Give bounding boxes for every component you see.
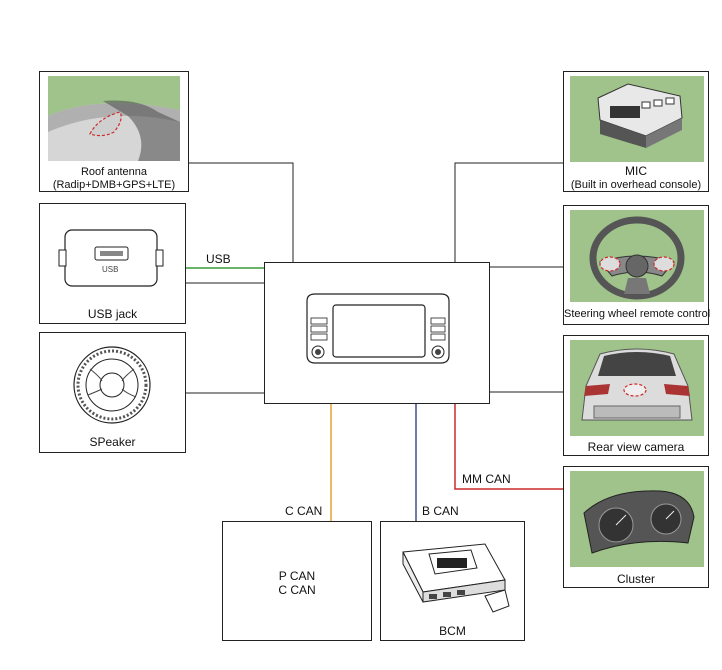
usb-jack-illustration — [58, 229, 164, 287]
roof-antenna-label: Roof antenna — [80, 166, 148, 178]
pcan-box: P CAN C CAN — [222, 521, 372, 641]
rear-camera-box: Rear view camera — [563, 335, 709, 456]
cluster-box: Cluster — [563, 466, 709, 588]
mic-sublabel: (Built in overhead console) — [570, 179, 702, 191]
cluster-photo — [570, 471, 704, 567]
speaker-box: SPeaker — [39, 332, 186, 453]
cluster-label: Cluster — [616, 572, 655, 586]
head-unit-box — [264, 262, 490, 404]
wire-mic — [454, 162, 563, 262]
bcm-illustration — [402, 543, 510, 613]
wire-mm-can — [454, 404, 563, 490]
speaker-label: SPeaker — [89, 435, 136, 449]
steering-label: Steering wheel remote control — [564, 308, 711, 320]
c-can-wire-label: C CAN — [285, 504, 323, 518]
steering-photo — [570, 210, 704, 302]
usb-wire-label: USB — [206, 252, 231, 266]
ccan-label: C CAN — [278, 583, 316, 597]
usb-jack-box: USB USB jack — [39, 203, 186, 324]
b-can-wire-label: B CAN — [422, 504, 459, 518]
bcm-box: BCM — [380, 521, 525, 641]
roof-antenna-photo — [48, 76, 180, 161]
wire-roof-antenna — [189, 162, 294, 262]
roof-antenna-box: Roof antenna (Radip+DMB+GPS+LTE) — [39, 71, 189, 192]
rear-camera-label: Rear view camera — [587, 440, 685, 454]
rear-camera-photo — [570, 340, 704, 436]
bcm-label: BCM — [439, 624, 466, 638]
usb-jack-label: USB jack — [87, 307, 138, 321]
pcan-label: P CAN — [278, 569, 316, 583]
steering-box: Steering wheel remote control — [563, 205, 711, 325]
mic-label: MIC — [625, 164, 647, 178]
roof-antenna-sublabel: (Radip+DMB+GPS+LTE) — [52, 179, 176, 191]
mm-can-wire-label: MM CAN — [462, 472, 511, 486]
mic-photo — [570, 76, 704, 162]
mic-box: MIC (Built in overhead console) — [563, 71, 709, 192]
head-unit-illustration — [306, 293, 450, 364]
speaker-illustration — [73, 346, 151, 424]
usb-icon-text: USB — [102, 265, 119, 274]
